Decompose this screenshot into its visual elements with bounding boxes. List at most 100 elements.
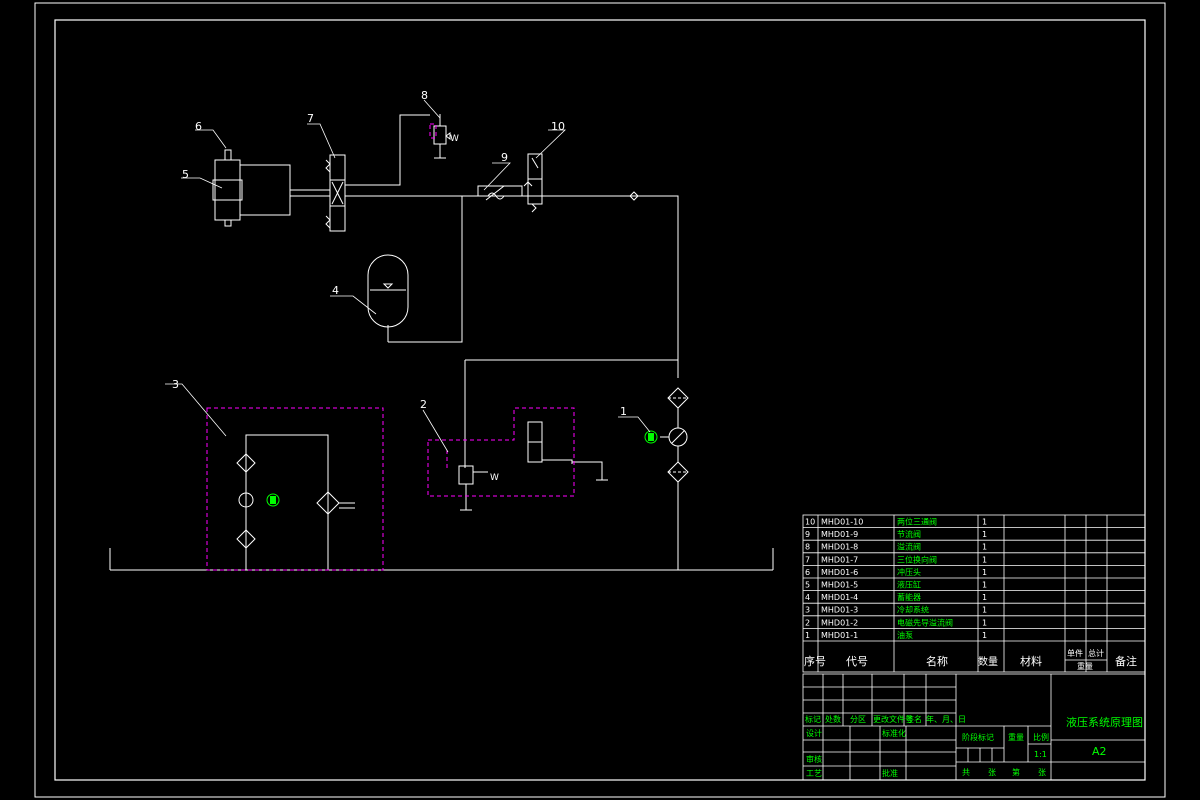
bom-cell-name: 溢流阀 bbox=[897, 542, 921, 552]
tb-scale-value: 1:1 bbox=[1034, 750, 1047, 759]
bom-cell-name: 两位三通阀 bbox=[897, 517, 937, 527]
callout-3: 3 bbox=[172, 378, 179, 391]
bom-cell-no: 5 bbox=[805, 581, 810, 590]
two-position-valve-10 bbox=[523, 153, 543, 213]
cooler-filter bbox=[236, 453, 256, 473]
tb-sheet-unit-2: 张 bbox=[1038, 768, 1046, 777]
dashed-assemblies bbox=[206, 123, 575, 571]
spring-label: W bbox=[490, 473, 499, 483]
bom-header-code: 代号 bbox=[846, 655, 868, 668]
callout-2: 2 bbox=[420, 398, 427, 411]
spring-label: W bbox=[450, 134, 459, 144]
tb-change-doc: 更改文件号 bbox=[873, 714, 913, 724]
tb-standardize: 标准化 bbox=[882, 728, 906, 738]
accumulator-4 bbox=[367, 254, 409, 342]
bom-cell-code: MHD01-9 bbox=[821, 530, 858, 539]
bom-cell-qty: 1 bbox=[982, 606, 987, 615]
bom-cell-qty: 1 bbox=[982, 618, 987, 627]
bom-cell-code: MHD01-8 bbox=[821, 543, 858, 552]
bom-header-total: 总计 bbox=[1088, 648, 1104, 658]
relief-valve-8 bbox=[433, 114, 451, 159]
bom-cell-no: 9 bbox=[805, 530, 810, 539]
cooling-system-boundary bbox=[206, 407, 384, 571]
bom-cell-no: 7 bbox=[805, 555, 810, 564]
callout-10: 10 bbox=[551, 120, 565, 133]
tb-count: 处数 bbox=[825, 714, 841, 724]
pump-1-motor-icon bbox=[644, 430, 658, 444]
callout-numbers: 1 2 3 4 5 6 7 8 9 10 bbox=[172, 89, 627, 418]
callout-8: 8 bbox=[421, 89, 428, 102]
callout-7: 7 bbox=[307, 112, 314, 125]
callout-6: 6 bbox=[195, 120, 202, 133]
tb-mark: 标记 bbox=[805, 714, 821, 724]
bom-cell-code: MHD01-7 bbox=[821, 555, 858, 564]
bom-cell-no: 6 bbox=[805, 568, 810, 577]
bom-cell-no: 3 bbox=[805, 606, 810, 615]
tb-sheet-unit-1: 张 bbox=[988, 768, 996, 777]
callout-9: 9 bbox=[501, 151, 508, 164]
tb-weight: 重量 bbox=[1008, 732, 1024, 742]
bom-cell-code: MHD01-4 bbox=[821, 593, 858, 602]
title-block bbox=[802, 673, 1146, 781]
bom-cell-name: 冷却系统 bbox=[897, 605, 929, 615]
bom-table bbox=[802, 514, 1146, 673]
bom-cell-no: 4 bbox=[805, 593, 810, 602]
tb-process: 工艺 bbox=[806, 769, 822, 778]
cooling-pump bbox=[238, 492, 254, 508]
bom-cell-code: MHD01-3 bbox=[821, 606, 858, 615]
callout-leaders bbox=[165, 99, 651, 453]
inner-border bbox=[54, 19, 1146, 781]
bom-rows: 10 MHD01-10 两位三通阀 1 9 MHD01-9 节流阀 1 8 MHD01-8 溢流阀 1… bbox=[805, 517, 987, 640]
bom-cell-no: 1 bbox=[805, 631, 810, 640]
bom-cell-name: 液压缸 bbox=[897, 580, 921, 590]
bom-header-name: 名称 bbox=[926, 654, 948, 668]
motor-symbols bbox=[266, 430, 658, 507]
throttle-valve-9 bbox=[477, 185, 523, 201]
bom-header-weight: 重量 bbox=[1077, 661, 1093, 671]
drawing-title: 液压系统原理图 bbox=[1066, 715, 1143, 729]
bom-cell-qty: 1 bbox=[982, 568, 987, 577]
hydraulic-cylinder bbox=[212, 149, 330, 227]
bom-cell-qty: 1 bbox=[982, 593, 987, 602]
bom-header: 序号 代号 名称 数量 材料 单件 总计 重量 备注 bbox=[804, 648, 1137, 671]
tb-review: 审核 bbox=[806, 754, 822, 764]
bom-cell-no: 8 bbox=[805, 543, 810, 552]
tb-approve: 批准 bbox=[882, 768, 898, 778]
schematic bbox=[109, 114, 774, 571]
bom-cell-name: 油泵 bbox=[897, 630, 913, 640]
bom-header-no: 序号 bbox=[804, 654, 826, 668]
bom-cell-name: 电磁先导溢流阀 bbox=[897, 617, 953, 627]
bom-cell-name: 蓄能器 bbox=[897, 592, 921, 602]
bom-header-remarks: 备注 bbox=[1115, 654, 1137, 668]
bom-cell-name: 冲压头 bbox=[897, 567, 921, 577]
bom-cell-qty: 1 bbox=[982, 631, 987, 640]
callout-1: 1 bbox=[620, 405, 627, 418]
bom-cell-code: MHD01-5 bbox=[821, 581, 858, 590]
check-valve bbox=[629, 191, 639, 201]
bom-cell-qty: 1 bbox=[982, 543, 987, 552]
bom-cell-no: 2 bbox=[805, 618, 810, 627]
bom-cell-code: MHD01-1 bbox=[821, 631, 858, 640]
bom-cell-no: 10 bbox=[805, 518, 815, 527]
tb-zone: 分区 bbox=[850, 715, 866, 724]
tb-sheet-no: 第 bbox=[1012, 767, 1020, 777]
tb-scale: 比例 bbox=[1033, 732, 1049, 742]
bom-cell-code: MHD01-10 bbox=[821, 518, 863, 527]
bom-cell-qty: 1 bbox=[982, 581, 987, 590]
bom-header-material: 材料 bbox=[1020, 654, 1042, 668]
bom-cell-qty: 1 bbox=[982, 518, 987, 527]
callout-4: 4 bbox=[332, 284, 339, 297]
tb-sheet-total: 共 bbox=[962, 768, 970, 777]
bom-cell-name: 三位换向阀 bbox=[897, 554, 937, 564]
title-block-text: 标记 处数 分区 更改文件号 签名 年、月、日 设计 标准化 阶段标记 重量 比… bbox=[805, 714, 1143, 778]
tb-stage-mark: 阶段标记 bbox=[962, 732, 994, 742]
bom-header-qty: 数量 bbox=[978, 655, 998, 668]
bom-cell-name: 节流阀 bbox=[897, 529, 921, 539]
bom-cell-code: MHD01-6 bbox=[821, 568, 858, 577]
sheet-size: A2 bbox=[1092, 745, 1107, 758]
callout-5: 5 bbox=[182, 168, 189, 181]
bom-cell-qty: 1 bbox=[982, 530, 987, 539]
valve-2-boundary bbox=[427, 407, 575, 497]
tb-date: 年、月、日 bbox=[926, 714, 966, 724]
